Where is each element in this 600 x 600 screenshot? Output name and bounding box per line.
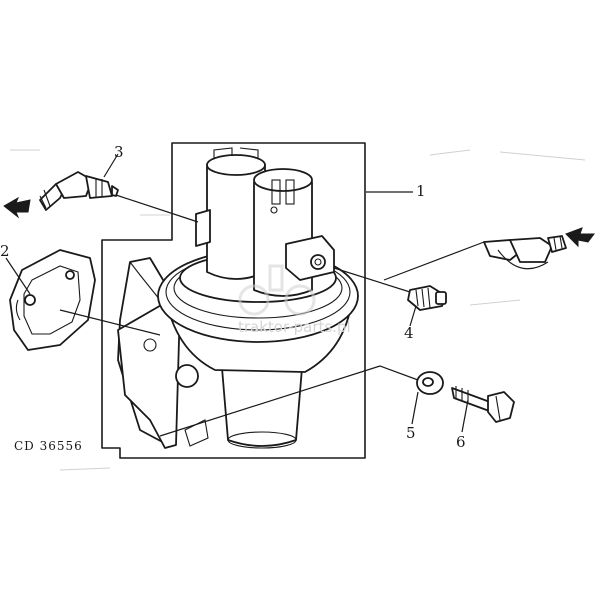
callout-label-2: 2 [0, 242, 10, 260]
washer-part [416, 371, 444, 395]
callout-label-6: 6 [456, 433, 466, 451]
pump-assembly [117, 147, 359, 449]
leader-lines [5, 153, 485, 437]
small-fitting-part [407, 285, 447, 311]
watermark-logo [238, 264, 316, 316]
callout-label-5: 5 [406, 424, 416, 442]
bolt-part [451, 386, 515, 423]
flow-arrow-left-outline [9, 204, 27, 213]
gasket-part [9, 249, 96, 351]
drawing-code: CD 36556 [14, 439, 83, 453]
watermark-text: traktor-parts.pl [238, 318, 351, 336]
assembly-outline-box [101, 142, 366, 459]
callout-label-4: 4 [404, 324, 414, 342]
callout-label-1: 1 [416, 182, 426, 200]
scan-background-marks [10, 149, 586, 471]
callout-label-3: 3 [114, 143, 124, 161]
flow-arrow-right-icon [565, 227, 595, 248]
hose-elbow-fitting [483, 235, 567, 270]
elbow-fitting-part [39, 171, 119, 211]
